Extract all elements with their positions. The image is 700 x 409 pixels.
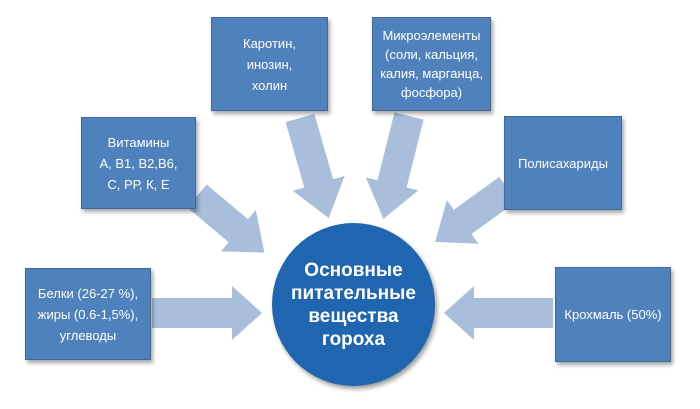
carotene-line-1: Каротин, (243, 35, 296, 51)
center-line-3: вещества (308, 305, 399, 327)
proteins-box: Белки (26-27 %), жиры (0.6-1,5%), углево… (25, 268, 151, 360)
arrow-from-polysaccharides (435, 176, 517, 244)
microelements-line-1: Микроэлементы (382, 28, 481, 43)
starch-box: Крохмаль (50%) (555, 267, 671, 362)
microelements-line-4: фосфора) (400, 85, 463, 100)
proteins-line-1: Белки (26-27 %), (37, 285, 139, 301)
vitamins-line-3: С, РР, К, Е (107, 176, 170, 192)
arrow-from-carotene (285, 113, 345, 218)
polysaccharides-line-1: Полисахариды (518, 155, 608, 171)
carotene-box: Каротин, инозин, холин (211, 17, 328, 111)
carotene-line-2: инозин, (246, 56, 293, 72)
vitamins-line-2: А, В1, В2,В6, (99, 155, 178, 171)
proteins-line-3: углеводы (59, 327, 117, 343)
center-line-4: гороха (321, 328, 386, 350)
vitamins-line-1: Витамины (107, 134, 170, 150)
arrow-from-proteins (152, 286, 262, 340)
starch-line-1: Крохмаль (50%) (564, 307, 662, 322)
carotene-line-3: холин (251, 77, 288, 93)
central-circle: Основные питательные вещества гороха (272, 223, 435, 386)
microelements-line-3: калия, марганца, (380, 66, 483, 81)
arrow-from-vitamins (187, 184, 265, 253)
proteins-line-2: жиры (0.6-1,5%), (37, 306, 139, 322)
center-line-2: питательные (291, 282, 416, 304)
vitamins-box: Витамины А, В1, В2,В6, С, РР, К, Е (81, 117, 196, 209)
arrow-from-microelements (365, 112, 424, 219)
microelements-box: Микроэлементы (соли, кальция, калия, мар… (372, 17, 491, 111)
arrow-from-starch (444, 286, 553, 340)
center-line-1: Основные (304, 259, 403, 281)
microelements-line-2: (соли, кальция, (385, 47, 478, 62)
polysaccharides-box: Полисахариды (504, 116, 622, 210)
